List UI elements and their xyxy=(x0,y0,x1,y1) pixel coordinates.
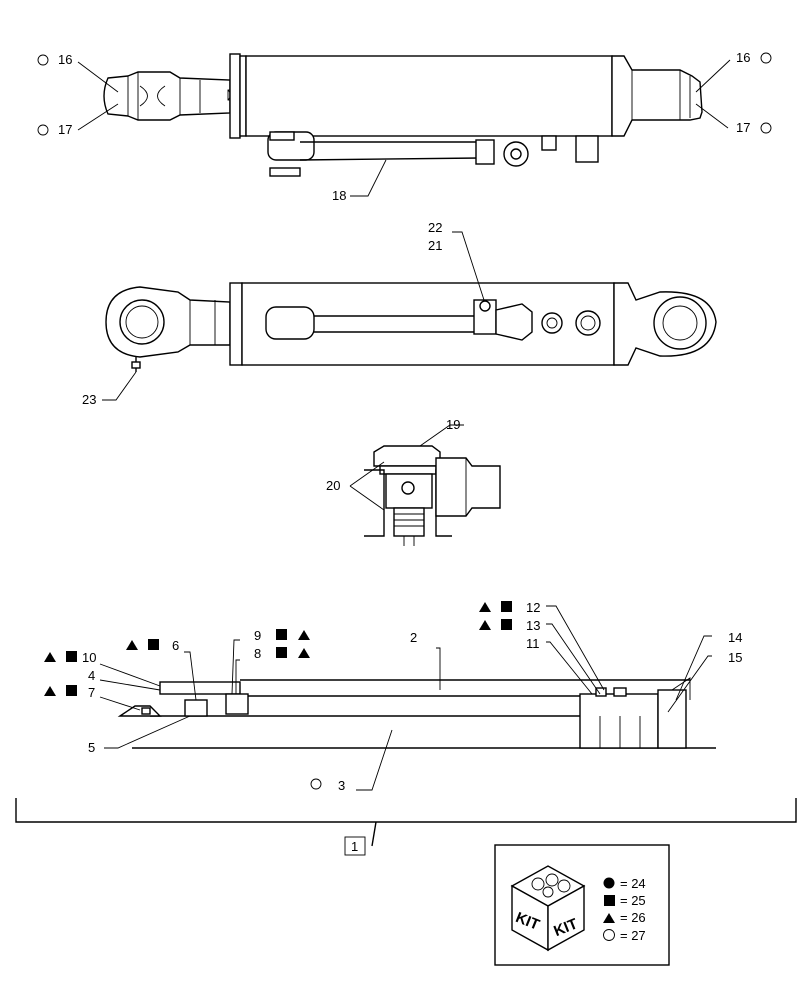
label-19: 19 xyxy=(446,417,460,432)
label-8: 8 xyxy=(254,646,261,661)
label-22: 22 xyxy=(428,220,442,235)
section-view xyxy=(117,677,716,749)
filled-triangle-icon xyxy=(603,913,615,923)
label-9: 9 xyxy=(254,628,261,643)
legend-27: = 27 xyxy=(620,928,646,943)
label-17-left: 17 xyxy=(58,122,72,137)
legend-26: = 26 xyxy=(620,910,646,925)
open-circle-icon xyxy=(603,929,615,941)
legend-24: = 24 xyxy=(620,876,646,891)
leader-lines xyxy=(15,59,797,847)
label-7: 7 xyxy=(88,685,95,700)
label-16-right: 16 xyxy=(736,50,750,65)
legend-25: = 25 xyxy=(620,893,646,908)
label-13: 13 xyxy=(526,618,540,633)
label-10: 10 xyxy=(82,650,96,665)
label-5: 5 xyxy=(88,740,95,755)
label-16-left: 16 xyxy=(58,52,72,67)
label-17-right: 17 xyxy=(736,120,750,135)
label-1: 1 xyxy=(351,839,358,854)
label-12: 12 xyxy=(526,600,540,615)
filled-square-icon xyxy=(604,895,615,906)
label-23: 23 xyxy=(82,392,96,407)
cylinder-top-view xyxy=(103,53,703,177)
callout-symbols xyxy=(37,52,772,790)
label-4: 4 xyxy=(88,668,95,683)
cylinder-side-view xyxy=(105,282,717,372)
callout-labels: 16 17 16 17 18 22 21 23 19 20 10 4 7 5 6… xyxy=(58,50,750,856)
label-2: 2 xyxy=(410,630,417,645)
filled-circle-icon xyxy=(603,877,615,889)
label-14: 14 xyxy=(728,630,742,645)
banjo-detail xyxy=(364,445,501,546)
label-15: 15 xyxy=(728,650,742,665)
label-21: 21 xyxy=(428,238,442,253)
kit-legend-box: KIT KIT = 24 = 25 = 26 = 27 xyxy=(494,844,670,966)
label-6: 6 xyxy=(172,638,179,653)
label-18: 18 xyxy=(332,188,346,203)
label-20: 20 xyxy=(326,478,340,493)
label-3: 3 xyxy=(338,778,345,793)
label-11: 11 xyxy=(526,636,540,651)
